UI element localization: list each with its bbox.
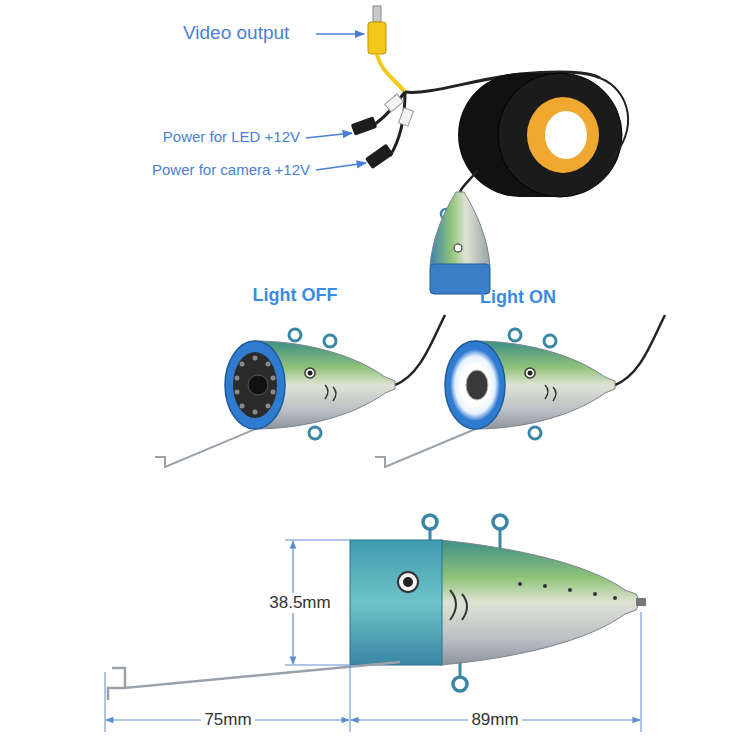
signal-label: Video output — [183, 22, 289, 44]
state-label: Light ON — [480, 287, 556, 308]
signal-label: Power for camera +12V — [152, 161, 310, 178]
signal-label: Power for LED +12V — [163, 128, 300, 145]
dimension-label: 75mm — [201, 710, 254, 730]
state-label: Light OFF — [253, 285, 338, 306]
dimension-label: 38.5mm — [266, 593, 333, 613]
dimension-label: 89mm — [468, 710, 521, 730]
